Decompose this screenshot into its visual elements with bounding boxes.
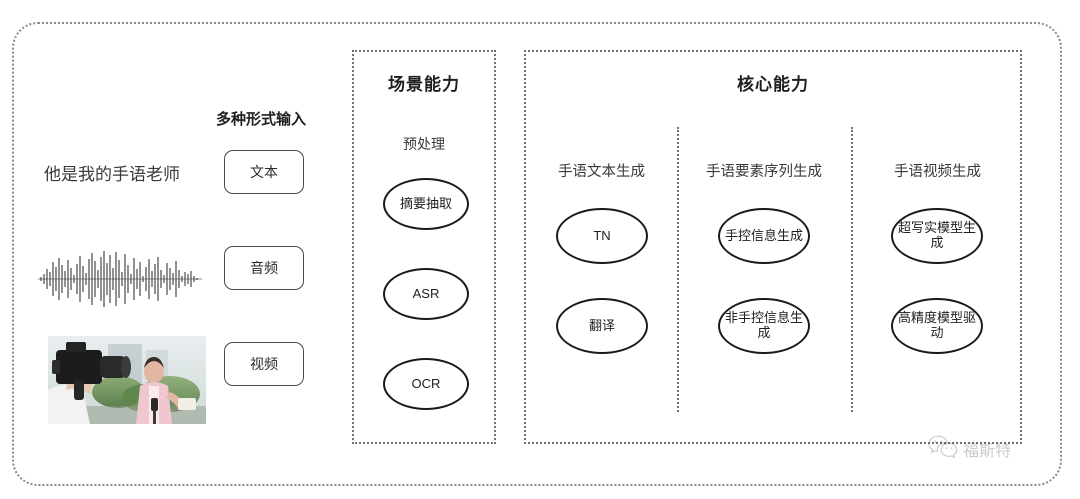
node-translation[interactable]: 翻译 xyxy=(556,298,648,354)
preprocessing-label: 预处理 xyxy=(403,136,445,152)
core-column-sign-element-sequence-generation: 手语要素序列生成 手控信息生成 非手控信息生成 xyxy=(677,52,851,442)
scene-capability-panel: 场景能力 预处理 摘要抽取 ASR OCR xyxy=(352,50,496,444)
sample-sentence: 他是我的手语老师 xyxy=(44,165,180,184)
node-tn[interactable]: TN xyxy=(556,208,648,264)
video-thumbnail-icon xyxy=(48,336,206,424)
input-section-heading: 多种形式输入 xyxy=(216,111,307,128)
watermark: 福斯特 xyxy=(928,434,1011,463)
node-non-manual-info-generation[interactable]: 非手控信息生成 xyxy=(718,298,810,354)
core-column-divider-2 xyxy=(851,127,853,412)
node-asr[interactable]: ASR xyxy=(383,268,469,320)
modality-audio-button[interactable]: 音频 xyxy=(224,246,304,290)
modality-video-button[interactable]: 视频 xyxy=(224,342,304,386)
core-capability-title: 核心能力 xyxy=(737,75,809,94)
core-column-label-1: 手语文本生成 xyxy=(558,164,645,180)
node-ocr[interactable]: OCR xyxy=(383,358,469,410)
scene-capability-title: 场景能力 xyxy=(388,75,460,94)
core-column-sign-text-generation: 手语文本生成 TN 翻译 xyxy=(526,52,677,442)
node-high-precision-model-driving[interactable]: 高精度模型驱动 xyxy=(891,298,983,354)
wechat-icon xyxy=(928,434,958,463)
node-summary-extraction[interactable]: 摘要抽取 xyxy=(383,178,469,230)
outer-frame xyxy=(12,22,1062,486)
audio-waveform-icon xyxy=(38,248,202,310)
core-column-label-2: 手语要素序列生成 xyxy=(706,164,822,180)
modality-text-button[interactable]: 文本 xyxy=(224,150,304,194)
core-column-sign-video-generation: 手语视频生成 超写实模型生成 高精度模型驱动 xyxy=(851,52,1024,442)
input-section: 多种形式输入 他是我的手语老师 文本 xyxy=(30,40,340,440)
node-photoreal-model-generation[interactable]: 超写实模型生成 xyxy=(891,208,983,264)
node-manual-info-generation[interactable]: 手控信息生成 xyxy=(718,208,810,264)
core-capability-panel: 核心能力 手语文本生成 TN 翻译 手语要素序列生成 手控信息生成 非手控信息生… xyxy=(524,50,1022,444)
core-column-divider-1 xyxy=(677,127,679,412)
core-column-label-3: 手语视频生成 xyxy=(894,164,981,180)
watermark-text: 福斯特 xyxy=(963,442,1012,460)
